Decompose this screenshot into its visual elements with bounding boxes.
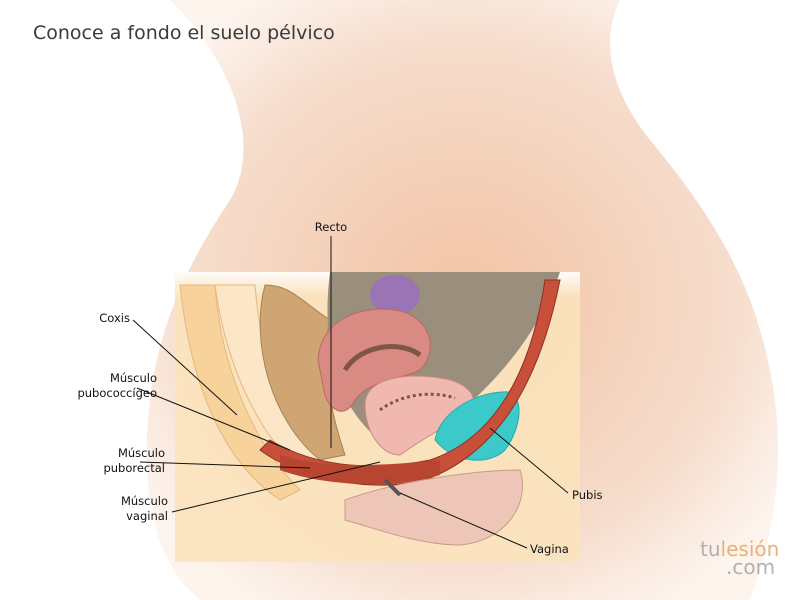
- uterus: [317, 308, 431, 412]
- label-pubococcigeo: Músculo pubococcígeo: [40, 371, 157, 401]
- logo-lesion: lesión: [720, 537, 780, 561]
- sacrum-bone: [179, 284, 301, 501]
- label-pubis: Pubis: [572, 488, 603, 502]
- logo-tu: tu: [700, 537, 721, 561]
- label-line: pubococcígeo: [77, 386, 157, 400]
- label-recto: Recto: [314, 220, 348, 234]
- label-line: puborectal: [103, 461, 165, 475]
- label-vaginal: Músculo vaginal: [60, 494, 168, 524]
- tulesion-logo: tulesión .com: [700, 537, 780, 579]
- label-vagina: Vagina: [530, 542, 569, 556]
- label-line: Músculo: [120, 494, 168, 508]
- label-line: vaginal: [126, 509, 168, 523]
- label-line: Músculo: [117, 446, 165, 460]
- page-title: Conoce a fondo el suelo pélvico: [33, 22, 335, 44]
- leader-lines: [132, 236, 569, 549]
- label-coxis: Coxis: [99, 311, 130, 325]
- rectum: [259, 284, 346, 461]
- intestine: [370, 275, 420, 315]
- label-line: Músculo: [109, 371, 157, 385]
- label-puborectal: Músculo puborectal: [40, 446, 165, 476]
- logo-com: .com: [726, 555, 776, 579]
